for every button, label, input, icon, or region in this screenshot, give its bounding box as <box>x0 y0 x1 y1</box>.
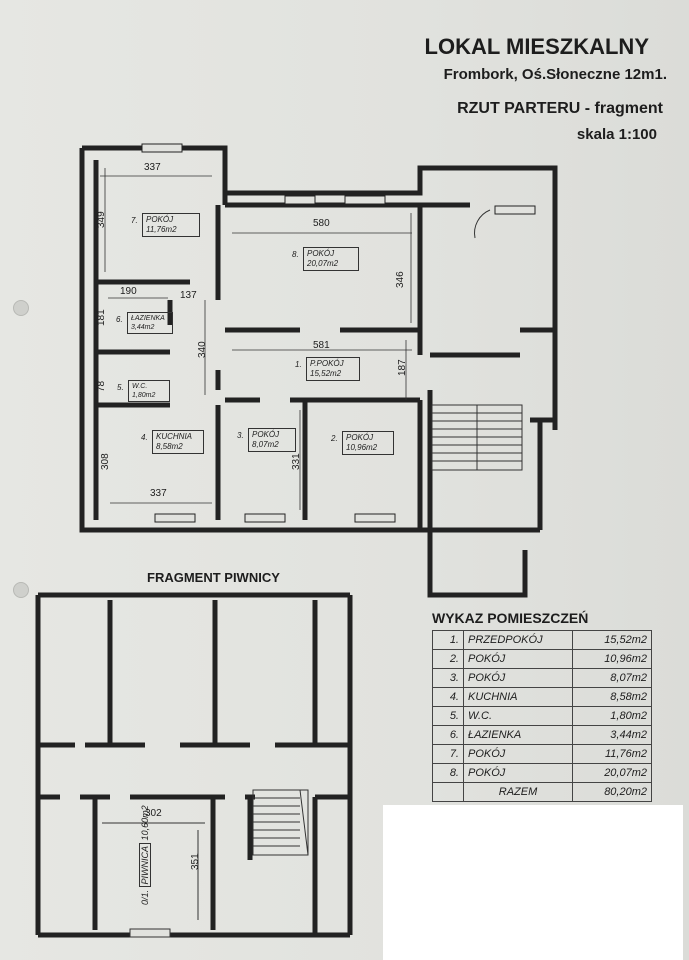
scale-label: skala 1:100 <box>576 126 657 143</box>
dim-kitchen-height: 308 <box>100 453 111 470</box>
dim-hall-width: 581 <box>313 340 330 351</box>
basement-title: FRAGMENT PIWNICY <box>147 570 280 585</box>
room-label-5: 5. W.C.1,80m2 <box>117 380 170 402</box>
blank-white-patch <box>383 805 683 960</box>
plan-title: RZUT PARTERU - fragment <box>457 100 663 117</box>
dim-corridor-137: 137 <box>180 290 197 301</box>
dim-basement-height: 351 <box>190 853 201 870</box>
dim-bath-width: 190 <box>120 286 137 297</box>
dim-basement-width: 302 <box>145 808 162 819</box>
dim-room8-height: 346 <box>395 271 406 288</box>
binder-hole-top <box>13 300 29 316</box>
dim-corridor-340: 340 <box>197 341 208 358</box>
binder-hole-bottom <box>13 582 29 598</box>
dim-room7-width: 337 <box>144 162 161 173</box>
dim-room7-height: 349 <box>96 211 107 228</box>
table-row: 5.W.C.1,80m2 <box>432 706 652 726</box>
dim-wc-height: 78 <box>96 380 107 392</box>
basement-room-label: 0/1. PIWNICA 10,60m2 <box>139 805 151 905</box>
dim-hall-height: 187 <box>397 359 408 376</box>
address: Frombork, Oś.Słoneczne 12m1. <box>443 66 667 83</box>
wykaz-title: WYKAZ POMIESZCZEŃ <box>432 610 589 626</box>
dim-kitchen-width: 337 <box>150 488 167 499</box>
document-title: LOKAL MIESZKALNY <box>424 34 649 59</box>
dim-bath-height: 181 <box>96 309 107 326</box>
dim-room8-width: 580 <box>313 218 330 229</box>
dim-room3-height: 331 <box>291 453 302 470</box>
